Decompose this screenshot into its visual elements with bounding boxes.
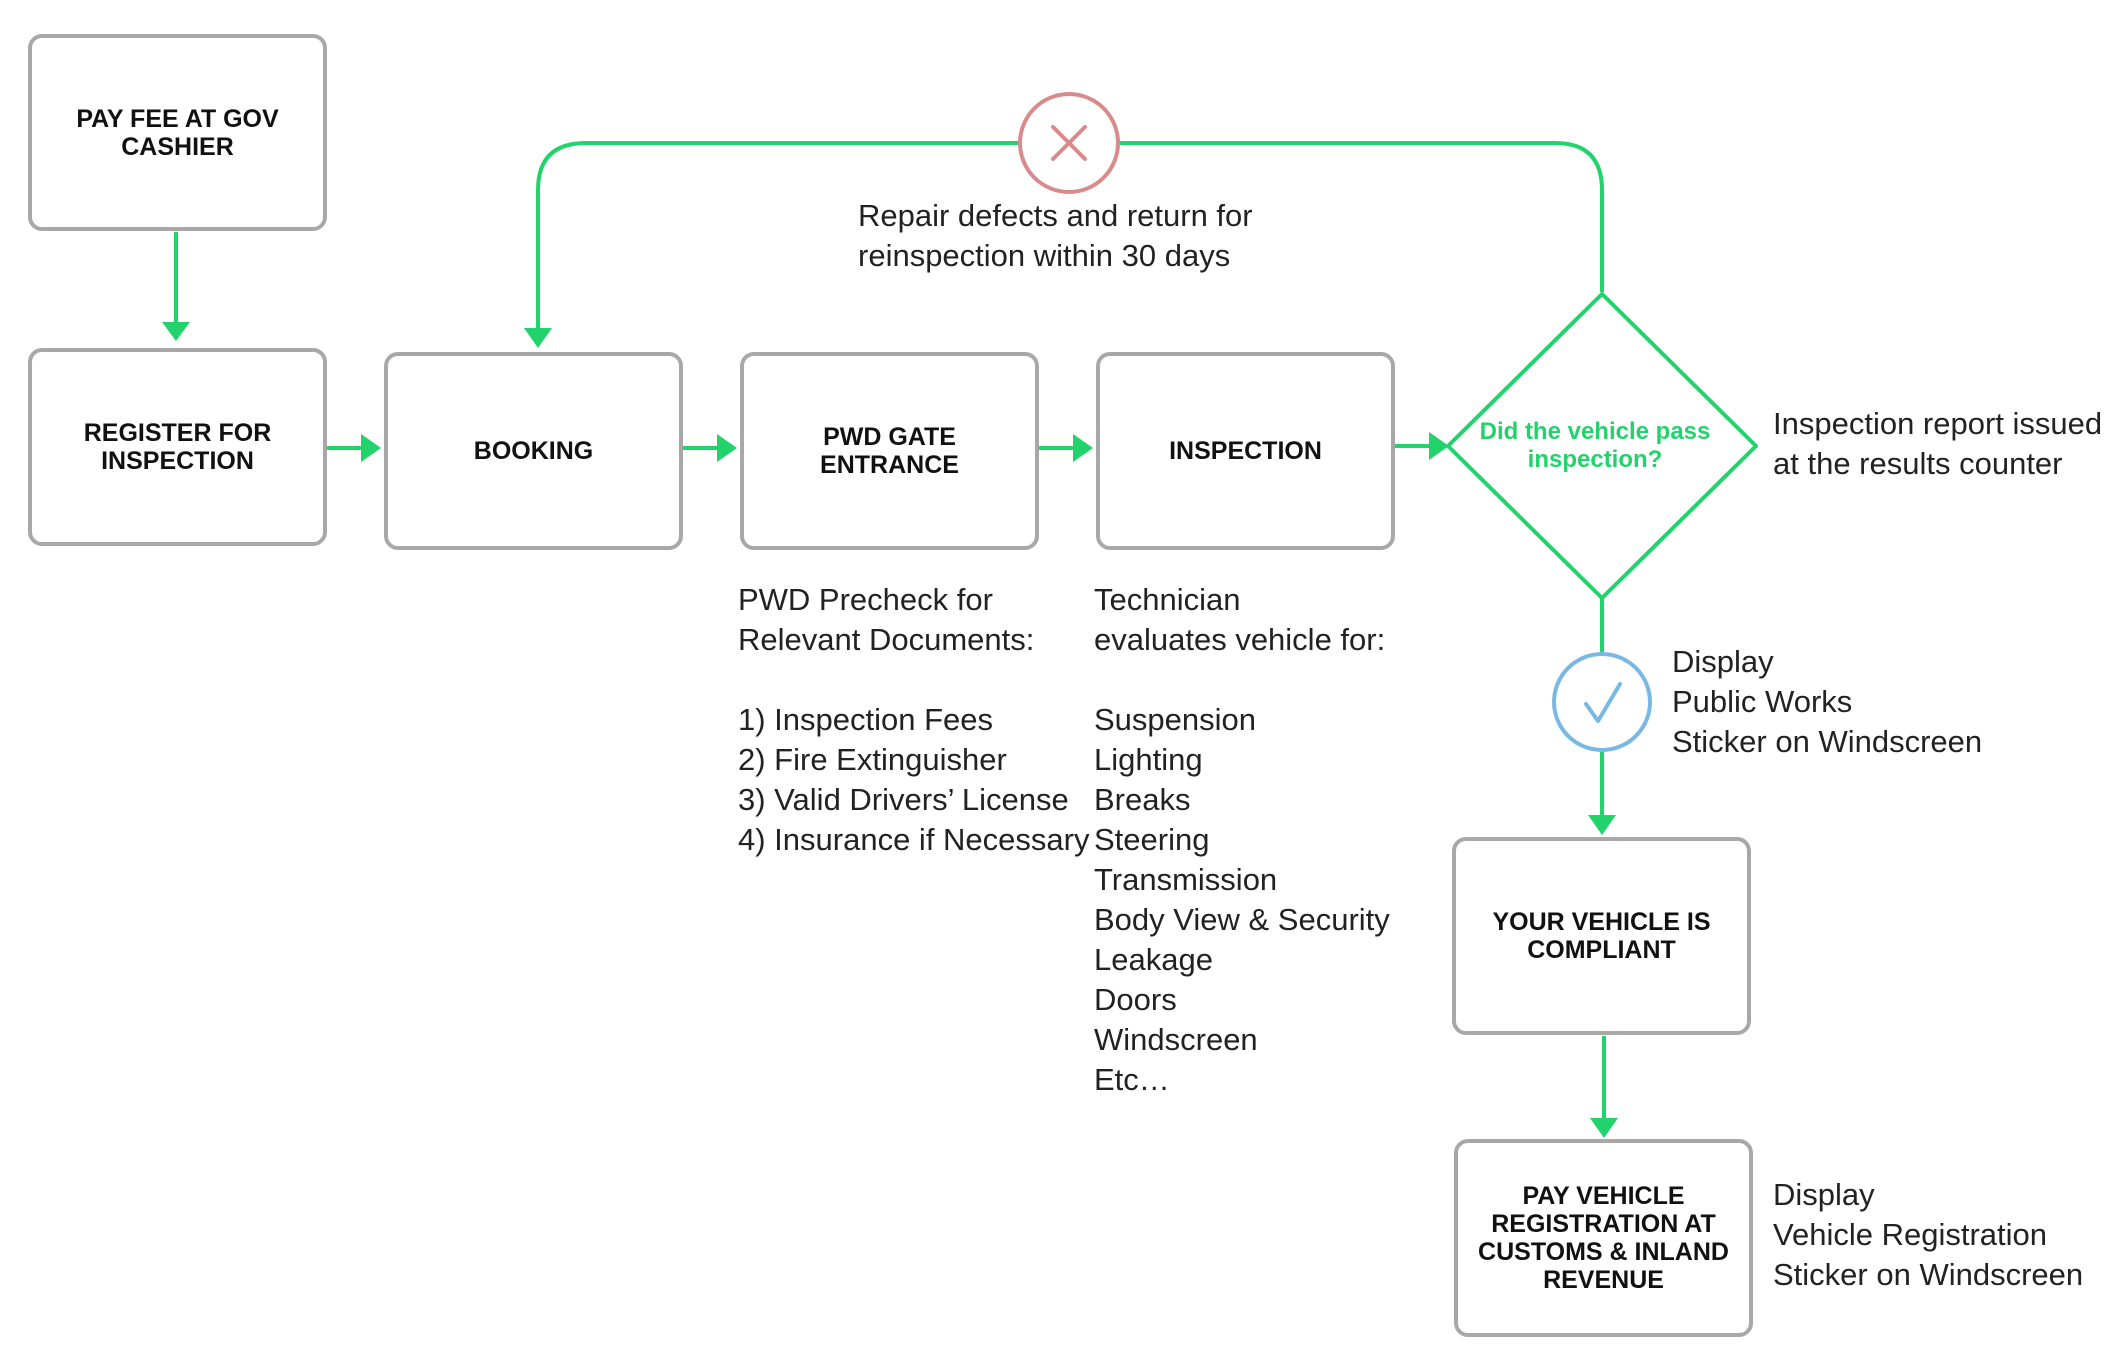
vehicle-registration-note-line: Display: [1773, 1177, 1875, 1212]
technician-note-line: Breaks: [1094, 782, 1191, 817]
technician-note-line: Steering: [1094, 822, 1210, 857]
compliant-box: YOUR VEHICLE IS COMPLIANT: [1452, 837, 1751, 1035]
public-works-note-line: Public Works: [1672, 684, 1853, 719]
pay-fee-label: PAY FEE AT GOV CASHIER: [76, 104, 279, 161]
vehicle-registration-note-line: Sticker on Windscreen: [1773, 1257, 2084, 1292]
arrow-head-decision: [1429, 432, 1449, 460]
pay-fee-box: PAY FEE AT GOV CASHIER: [28, 34, 327, 231]
precheck-note-line: [738, 660, 1089, 700]
register-label: REGISTER FOR INSPECTION: [83, 419, 272, 475]
repair-note-line: reinspection within 30 days: [858, 238, 1231, 273]
booking-box: BOOKING: [384, 352, 683, 550]
check-icon: [1552, 652, 1652, 752]
decision-label: Did the vehicle pass inspection?: [1479, 418, 1711, 473]
pwd-gate-box: PWD GATE ENTRANCE: [740, 352, 1039, 550]
precheck-note-line: 3) Valid Drivers’ License: [738, 782, 1069, 817]
technician-note-line: Body View & Security: [1094, 902, 1390, 937]
pay-registration-label: PAY VEHICLE REGISTRATION AT CUSTOMS & IN…: [1478, 1182, 1729, 1294]
inspection-box: INSPECTION: [1096, 352, 1395, 550]
precheck-note-line: 2) Fire Extinguisher: [738, 742, 1007, 777]
arrow-head-pwd: [717, 434, 737, 462]
technician-note-line: Technician: [1094, 582, 1241, 617]
booking-label: BOOKING: [473, 437, 594, 465]
report-note-line: at the results counter: [1773, 446, 2063, 481]
arrow-head-registration: [1590, 1118, 1618, 1138]
arrow-head-fail-loop: [524, 328, 552, 348]
register-box: REGISTER FOR INSPECTION: [28, 348, 327, 546]
report-note-line: Inspection report issued: [1773, 406, 2103, 441]
technician-note: Technician evaluates vehicle for: Suspen…: [1094, 580, 1390, 1100]
vehicle-registration-note: Display Vehicle Registration Sticker on …: [1773, 1175, 2083, 1295]
public-works-note-line: Display: [1672, 644, 1774, 679]
arrow-head-inspection: [1073, 434, 1093, 462]
decision-diamond: [1446, 292, 1758, 600]
arrow-head-register: [162, 322, 190, 341]
technician-note-line: Doors: [1094, 982, 1177, 1017]
public-works-note-line: Sticker on Windscreen: [1672, 724, 1983, 759]
technician-note-line: evaluates vehicle for:: [1094, 622, 1386, 657]
precheck-note: PWD Precheck for Relevant Documents: 1) …: [738, 580, 1089, 860]
technician-note-line: [1094, 660, 1390, 700]
vehicle-registration-note-line: Vehicle Registration: [1773, 1217, 2047, 1252]
precheck-note-line: Relevant Documents:: [738, 622, 1035, 657]
technician-note-line: Leakage: [1094, 942, 1213, 977]
report-note: Inspection report issued at the results …: [1773, 404, 2102, 484]
repair-note-line: Repair defects and return for: [858, 198, 1253, 233]
precheck-note-line: PWD Precheck for: [738, 582, 993, 617]
technician-note-line: Etc…: [1094, 1062, 1170, 1097]
compliant-label: YOUR VEHICLE IS COMPLIANT: [1492, 908, 1711, 964]
technician-note-line: Suspension: [1094, 702, 1257, 737]
pay-registration-box: PAY VEHICLE REGISTRATION AT CUSTOMS & IN…: [1454, 1139, 1753, 1337]
arrow-head-booking: [361, 434, 381, 462]
precheck-note-line: 4) Insurance if Necessary: [738, 822, 1090, 857]
precheck-note-line: 1) Inspection Fees: [738, 702, 994, 737]
repair-note: Repair defects and return for reinspecti…: [858, 196, 1253, 276]
technician-note-line: Transmission: [1094, 862, 1278, 897]
inspection-label: INSPECTION: [1169, 437, 1322, 465]
x-icon: [1018, 92, 1120, 194]
public-works-note: Display Public Works Sticker on Windscre…: [1672, 642, 1982, 762]
pwd-gate-label: PWD GATE ENTRANCE: [820, 423, 959, 479]
technician-note-line: Windscreen: [1094, 1022, 1258, 1057]
technician-note-line: Lighting: [1094, 742, 1203, 777]
arrow-head-compliant: [1588, 815, 1616, 835]
